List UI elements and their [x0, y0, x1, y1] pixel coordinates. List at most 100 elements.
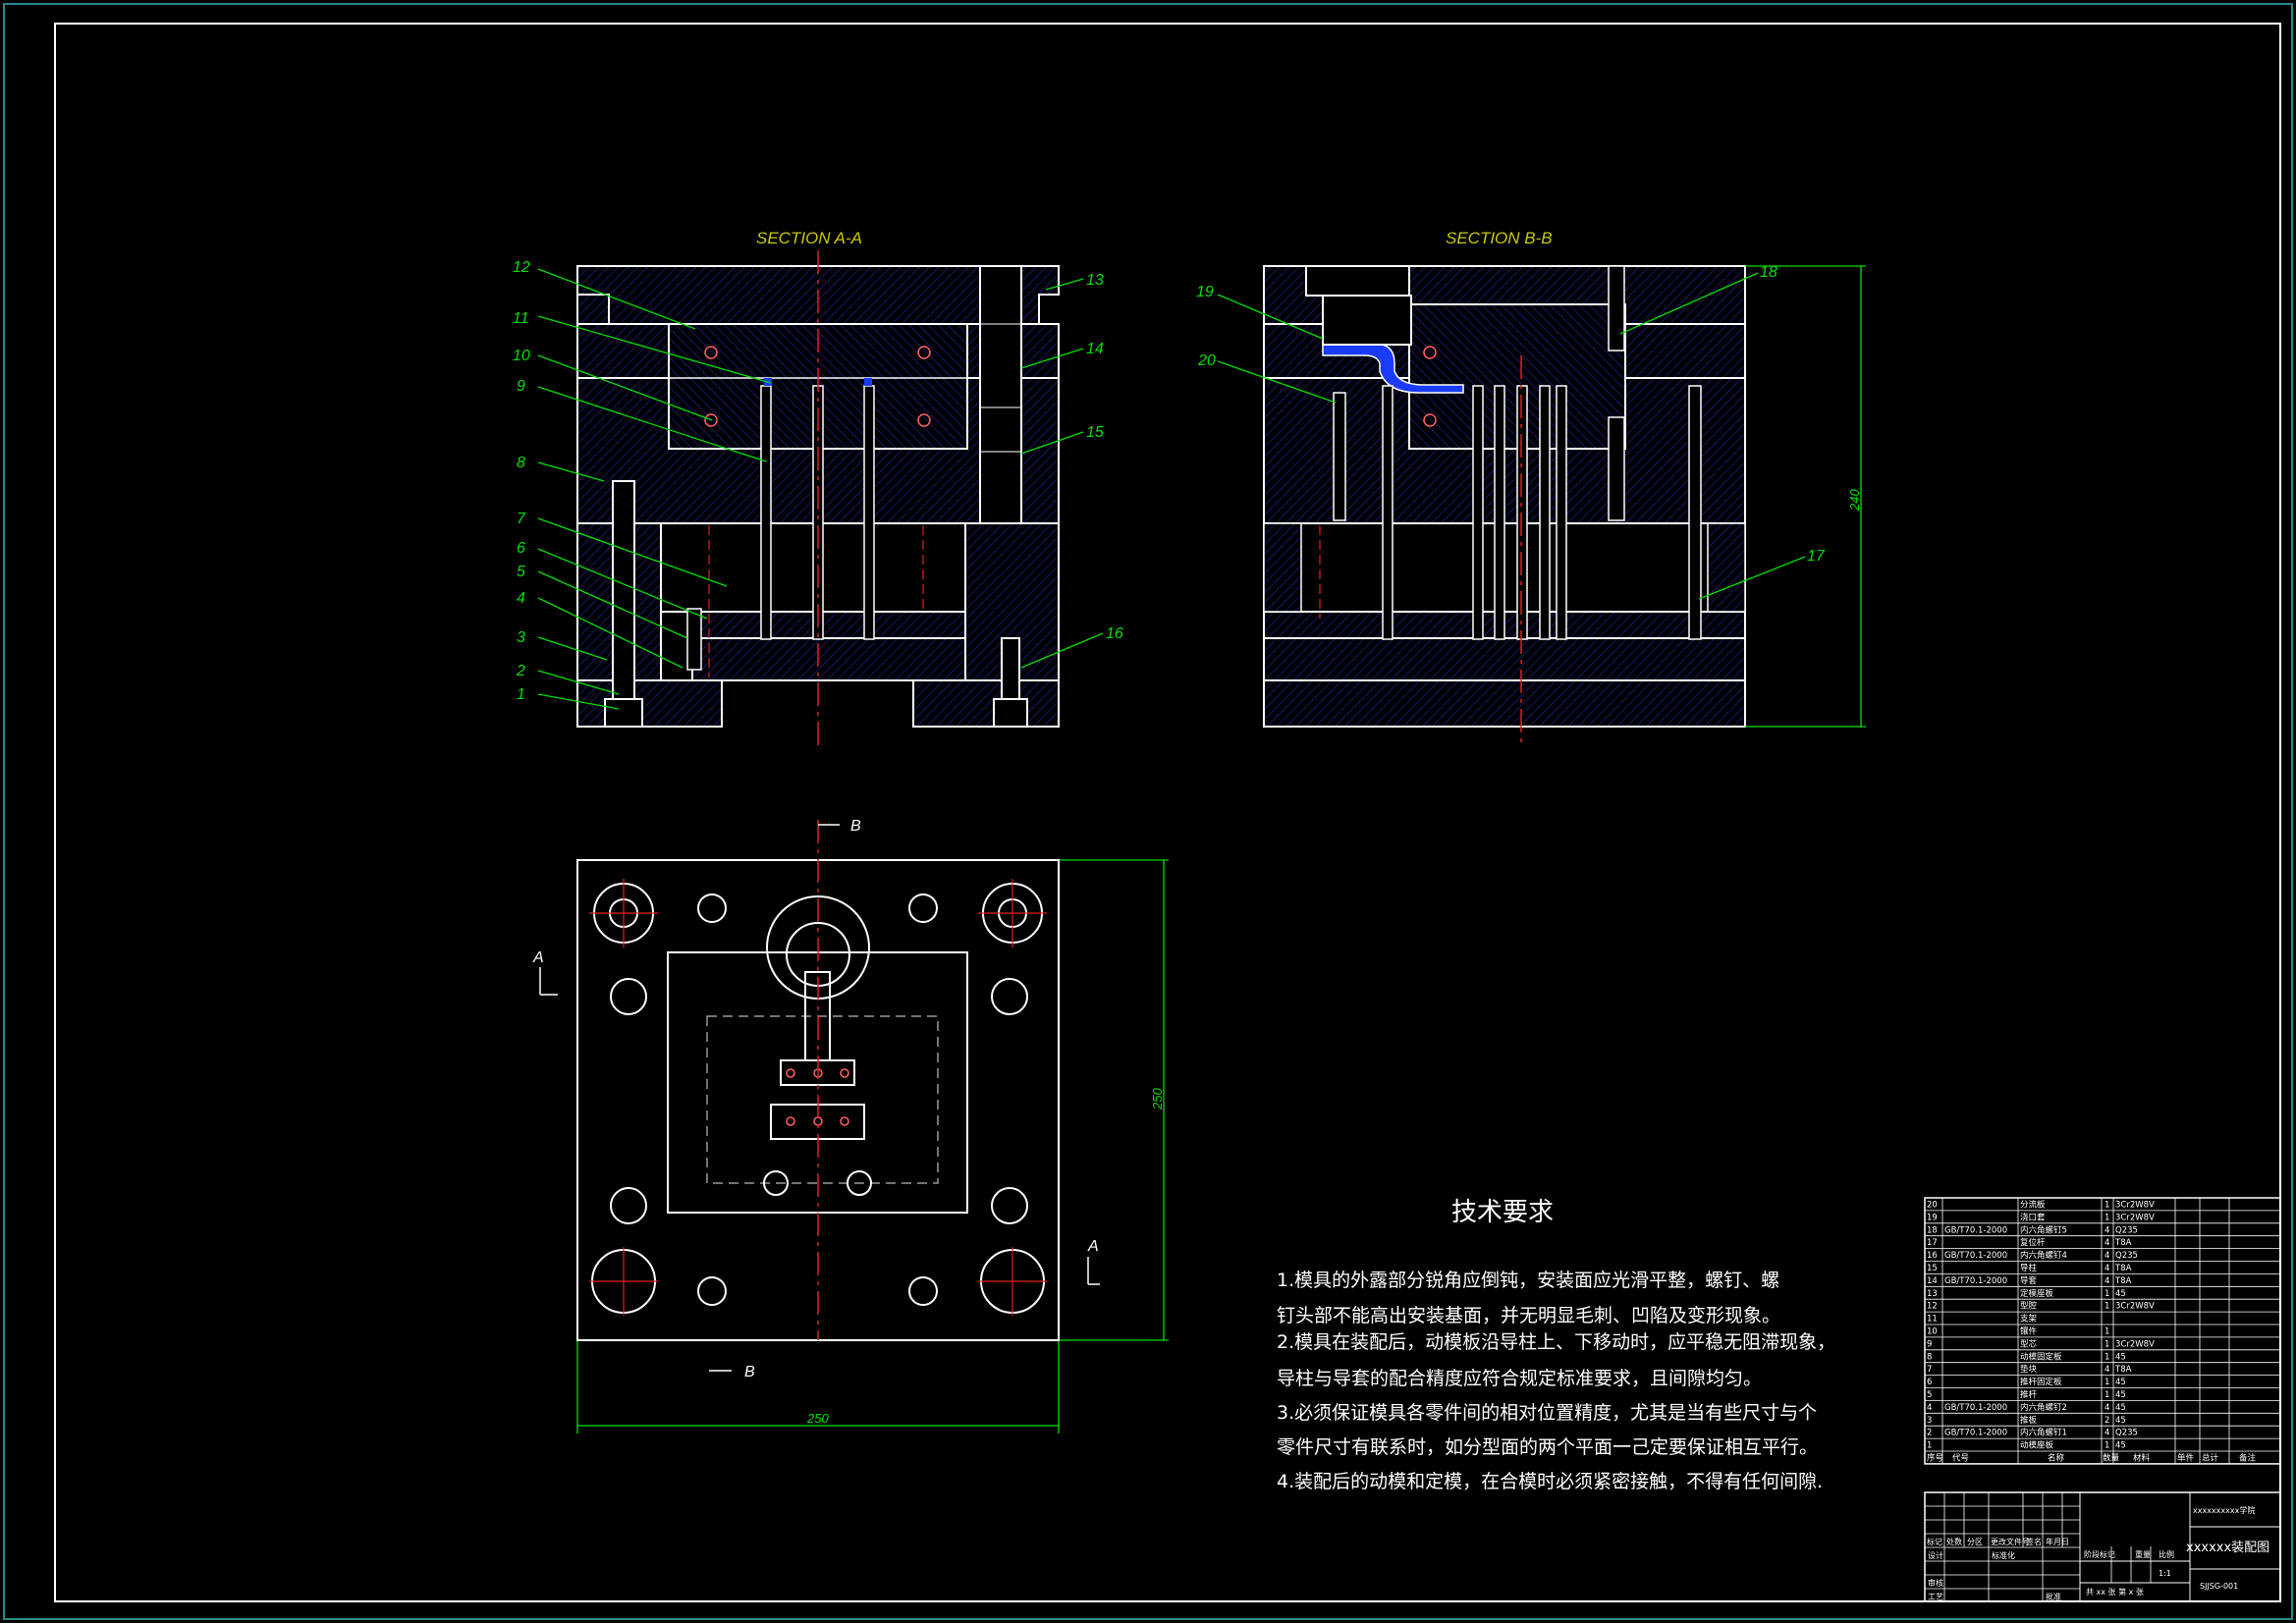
bom-row-name: 定模座板 — [2020, 1288, 2054, 1299]
section-aa: SECTION A-A — [576, 229, 1060, 746]
tb-role-1: 审核 — [1928, 1578, 1943, 1588]
bom-header-qty: 数量 — [2103, 1453, 2120, 1464]
marker-b-bottom: B — [744, 1364, 755, 1380]
tech-line-4: 导柱与导套的配合精度应符合规定标准要求，且间隙均匀。 — [1277, 1368, 1762, 1389]
bom-header-std: 代号 — [1952, 1453, 1969, 1464]
bom-row-qty: 4 — [2105, 1403, 2109, 1413]
tb-row-3: 更改文件号 — [1991, 1537, 2030, 1546]
callout-6: 6 — [517, 540, 525, 557]
bom-row-std: GB/T70.1-2000 — [1944, 1225, 2007, 1235]
bom-row-mat: 45 — [2115, 1390, 2126, 1400]
bom-row-mat: 3Cr2W8V — [2115, 1339, 2155, 1349]
tech-line-5: 3.必须保证模具各零件间的相对位置精度，尤其是当有些尺寸与个 — [1277, 1402, 1817, 1424]
marker-a-left: A — [532, 949, 544, 966]
tb-standardization: 标准化 — [1992, 1550, 2015, 1560]
bom-row-mat: 45 — [2115, 1441, 2126, 1451]
callout-9: 9 — [517, 378, 525, 395]
bom-row-qty: 4 — [2105, 1365, 2109, 1375]
bom-row-qty: 1 — [2105, 1289, 2109, 1299]
bom-row-no: 10 — [1927, 1327, 1938, 1337]
callout-18: 18 — [1760, 264, 1777, 281]
bom-header-remark: 备注 — [2239, 1453, 2257, 1464]
bom-row-no: 13 — [1927, 1289, 1938, 1299]
bom-row-no: 18 — [1927, 1225, 1938, 1235]
bom-row-mat: T8A — [2114, 1276, 2132, 1286]
aa-callout-labels: 12 11 10 9 8 7 6 5 4 3 2 1 13 14 15 16 — [513, 259, 1123, 703]
callout-13: 13 — [1086, 272, 1104, 289]
bom-row-name: 推板 — [2020, 1415, 2038, 1426]
bom-row-name: 推杆固定板 — [2020, 1377, 2062, 1387]
aa-ejector-retainer — [691, 611, 966, 639]
bom-row-mat: 3Cr2W8V — [2115, 1201, 2155, 1211]
bom-row-name: 分流板 — [2020, 1200, 2046, 1211]
bb-bottom-plate — [1263, 679, 1746, 728]
tb-stage-2: 比例 — [2159, 1549, 2174, 1559]
bom-row-qty: 4 — [2105, 1264, 2109, 1273]
bom-row-mat: Q235 — [2115, 1429, 2138, 1438]
callout-8: 8 — [517, 455, 525, 471]
bom-row-name: 浇口套 — [2020, 1212, 2046, 1222]
bom-header-mat: 材料 — [2133, 1453, 2151, 1464]
callout-14: 14 — [1086, 341, 1104, 357]
bom-row-mat: 45 — [2115, 1289, 2126, 1299]
bom-row-qty: 1 — [2105, 1201, 2109, 1211]
bom-row-std: GB/T70.1-2000 — [1944, 1276, 2007, 1286]
tb-row-4: 签名 — [2026, 1537, 2042, 1546]
bom-row-name: 型腔 — [2020, 1301, 2038, 1312]
bb-callout-labels: 19 20 18 17 240 250 250 — [806, 264, 1862, 1426]
tech-line-6: 零件尺寸有联系时，如分型面的两个平面一己定要保证相互平行。 — [1277, 1436, 1818, 1458]
bom-row-name: 镶件 — [2020, 1326, 2038, 1337]
tb-scale: 1:1 — [2159, 1569, 2171, 1578]
aa-bottom-left — [576, 679, 723, 728]
bom-row-qty: 1 — [2105, 1213, 2109, 1222]
bb-runner — [1322, 343, 1464, 394]
bom-row-mat: 45 — [2115, 1416, 2126, 1426]
bom-row-std: GB/T70.1-2000 — [1944, 1403, 2007, 1413]
bom-row-qty: 4 — [2105, 1429, 2109, 1438]
plan-view: B B A A — [532, 818, 1100, 1380]
bom-row-qty: 4 — [2105, 1238, 2109, 1248]
bom-row-qty: 1 — [2105, 1378, 2109, 1387]
callout-19: 19 — [1196, 284, 1214, 300]
callout-20: 20 — [1197, 352, 1216, 369]
tb-row-0: 标记 — [1927, 1537, 1942, 1546]
aa-bolt — [612, 480, 635, 708]
bom-header-total: 总计 — [2202, 1453, 2219, 1464]
section-bb-title: SECTION B-B — [1446, 229, 1553, 247]
bom-row-qty: 1 — [2105, 1327, 2109, 1337]
callout-17: 17 — [1807, 548, 1826, 565]
bom-row-no: 14 — [1927, 1276, 1938, 1286]
bom-row-no: 7 — [1927, 1365, 1932, 1375]
bom-row-qty: 1 — [2105, 1352, 2109, 1362]
tech-line-3: 2.模具在装配后，动模板沿导柱上、下移动时，应平稳无阻滞现象， — [1277, 1331, 1835, 1353]
bom-row-name: 动模座板 — [2020, 1440, 2054, 1451]
tb-row-5: 年月日 — [2046, 1537, 2069, 1546]
tb-role-0: 设计 — [1928, 1550, 1943, 1560]
bom-header-name: 名称 — [2048, 1453, 2065, 1464]
callout-1: 1 — [517, 686, 525, 703]
bom-row-mat: 45 — [2115, 1378, 2126, 1387]
bom-row-name: 内六角螺钉1 — [2020, 1428, 2067, 1438]
bom-row-mat: 45 — [2115, 1352, 2126, 1362]
dim-height-bb: 240 — [1847, 489, 1862, 512]
bom-frame — [1924, 1197, 2281, 1465]
tb-drawing-no: SJJSG-001 — [2200, 1582, 2238, 1591]
aa-bottom-right — [912, 679, 1060, 728]
callout-7: 7 — [517, 511, 526, 527]
bom-row-mat: 3Cr2W8V — [2115, 1213, 2155, 1222]
bom-row-no: 16 — [1927, 1251, 1938, 1261]
bom-row-no: 15 — [1927, 1264, 1938, 1273]
callout-5: 5 — [517, 564, 525, 580]
bom-row-mat: Q235 — [2115, 1251, 2138, 1261]
marker-b-top: B — [850, 818, 861, 835]
bom-row-qty: 4 — [2105, 1251, 2109, 1261]
tb-row-1: 处数 — [1946, 1537, 1962, 1546]
bom-row-qty: 1 — [2105, 1441, 2109, 1451]
bom-row-name: 导套 — [2020, 1275, 2038, 1286]
bom-header-no: 序号 — [1927, 1453, 1943, 1464]
bom-row-no: 2 — [1927, 1429, 1932, 1438]
tech-line-7: 4.装配后的动模和定模，在合模时必须紧密接触，不得有任何间隙. — [1277, 1471, 1823, 1492]
callout-3: 3 — [517, 629, 525, 646]
